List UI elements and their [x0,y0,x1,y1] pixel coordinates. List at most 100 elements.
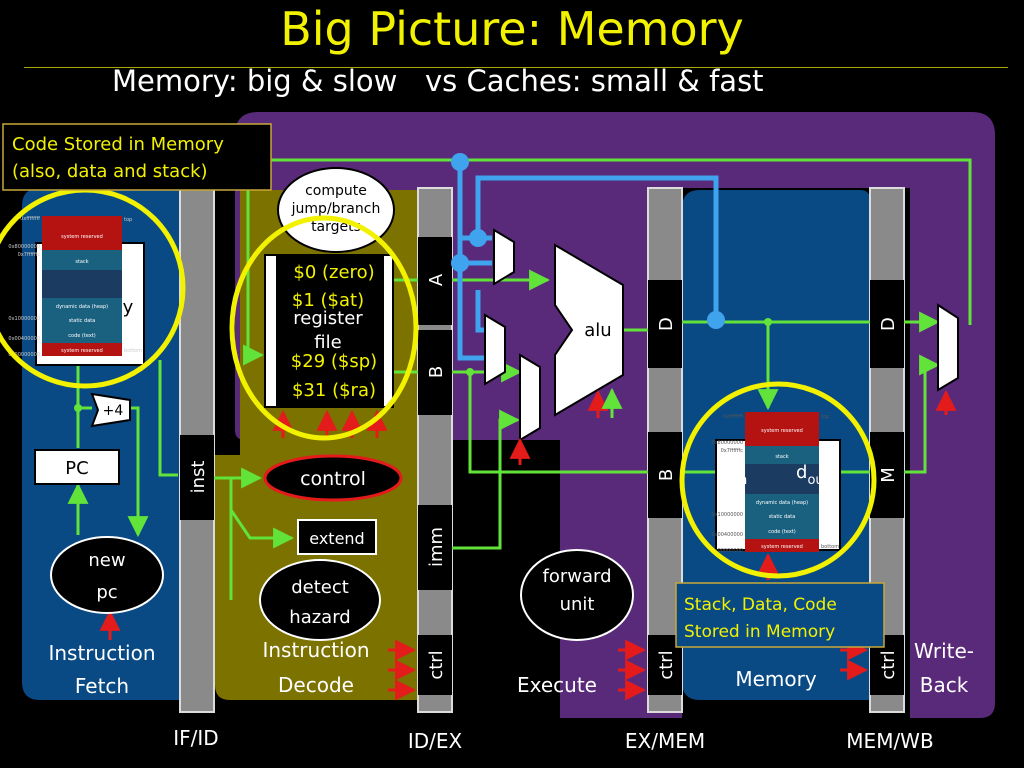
page-title: Big Picture: Memory [280,2,744,56]
forward-unit[interactable] [520,549,634,641]
mem-seg-label: stack [75,259,88,265]
mem-addr-label: 0x00000000 [711,548,743,554]
extend-unit[interactable] [297,519,377,555]
if-id-label: IF/ID [173,726,218,750]
reg-field-d: D [878,317,899,331]
register-list-bg [276,255,384,407]
plus4-label: +4 [103,403,124,419]
forward-node [451,254,469,272]
stage-memory: Memory [735,667,817,691]
alu[interactable] [554,243,624,417]
wire-junction [466,368,474,376]
wire-junction [74,404,82,412]
stage-fetch-line2: Fetch [75,674,129,698]
compute-label-line1: compute [305,183,367,199]
data-memory-callout [675,582,885,648]
data-out-label: dout [796,462,829,488]
mem-addr-label: 0x00400000 [8,336,40,342]
mem-addr-label: 0x00000000 [8,352,40,358]
mem-side-label: top [821,414,829,420]
mem-seg-label: system reserved [61,234,103,240]
forward-node [469,229,487,247]
instruction-memory: system reserved stack dynamic data (heap… [8,216,145,366]
id-ex-register [417,187,453,713]
data-memory-callout-line2: Stored in Memory [684,622,835,642]
reg-field-b: B [426,366,447,378]
reg-field-m: M [878,467,899,483]
extend-label: extend [309,529,364,548]
mem-addr-label: 0x7ffffffc [721,448,744,454]
mem-seg-label: system reserved [761,544,803,550]
page-subtitle: Memory: big & slow vs Caches: small & fa… [112,64,764,98]
mem-addr-label: 0x00400000 [711,532,743,538]
stage-decode-line1: Instruction [262,638,369,662]
id-ex-label: ID/EX [408,729,463,753]
reg-field-inst: inst [188,461,209,494]
stage-writeback-line2: Back [920,673,969,697]
mem-addr-label: 0x10000000 [711,512,743,518]
register-item: $1 ($at) [292,290,364,311]
forward-mux-b[interactable] [484,313,506,386]
reg-field-a: A [426,273,447,286]
data-in-label: din [724,462,747,488]
forward-node [707,311,725,329]
data-memory-callout-line1: Stack, Data, Code [684,595,837,615]
mem-addr-label: 0x80000000 [8,244,40,250]
instruction-memory-label: y [123,297,134,318]
title-rule [24,67,1008,68]
mem-addr-label: 0x10000000 [8,316,40,322]
code-memory-callout-line1: Code Stored in Memory [12,134,224,155]
mem-addr-label: 0xffffffff [20,216,40,222]
mem-side-label: bottom [821,544,839,550]
stage-decode-line2: Decode [278,673,354,697]
register-item: $0 (zero) [293,262,374,283]
reg-field-ctrl: ctrl [878,650,899,679]
reg-field-d: D [656,317,677,331]
reg-field-b: B [656,469,677,481]
reg-field-ctrl: ctrl [656,650,677,679]
mem-side-label: bottom [124,348,142,354]
register-file-highlight [229,215,419,441]
new-pc-label-line1: new [88,550,125,571]
mem-seg-label: dynamic data (heap) [756,500,808,506]
detect-hazard-label-line2: hazard [289,607,350,628]
mem-seg-label: dynamic data (heap) [56,304,108,310]
wire-junction [764,318,772,326]
data-memory: system reserved stack dynamic data (heap… [711,412,841,554]
writeback-mux[interactable] [937,303,959,392]
forward-unit-label-line1: forward [542,566,611,587]
stage-execute: Execute [517,673,597,697]
control-label: control [300,468,366,490]
plus4-adder[interactable] [90,392,131,428]
mem-addr-label: 0xffffffff [723,414,743,420]
code-memory-callout [2,123,272,191]
register-item: $29 ($sp) [291,351,377,372]
ex-mem-label: EX/MEM [625,729,705,753]
mem-wb-label: MEM/WB [846,729,933,753]
stage-fetch-line1: Instruction [48,641,155,665]
pc-label: PC [65,458,88,479]
code-memory-callout-line2: (also, data and stack) [12,161,208,182]
stage-writeback-line1: Write- [914,639,974,663]
forward-mux-a[interactable] [493,228,515,286]
mem-seg-label: system reserved [761,428,803,434]
mem-addr-label: 0x7ffffffc [18,252,41,258]
alu-label: alu [584,320,611,341]
mem-seg-label: code (text) [768,529,795,535]
mem-seg-label: static data [769,514,796,520]
alu-src-mux[interactable] [519,353,541,442]
register-file-label-line2: file [314,332,341,353]
register-file-label-line1: register [293,308,363,329]
detect-hazard-label-line1: detect [291,577,349,598]
if-id-register [179,187,215,713]
pc-register[interactable] [34,449,120,485]
mem-seg-label: code (text) [68,333,95,339]
mem-seg-label: system reserved [61,348,103,354]
mem-seg-label: static data [69,318,96,324]
new-pc-unit[interactable] [50,536,164,614]
reg-field-ctrl: ctrl [426,650,447,679]
mem-addr-label: 0x80000000 [711,440,743,446]
control-unit[interactable] [263,454,403,502]
detect-hazard-unit[interactable] [259,559,381,641]
